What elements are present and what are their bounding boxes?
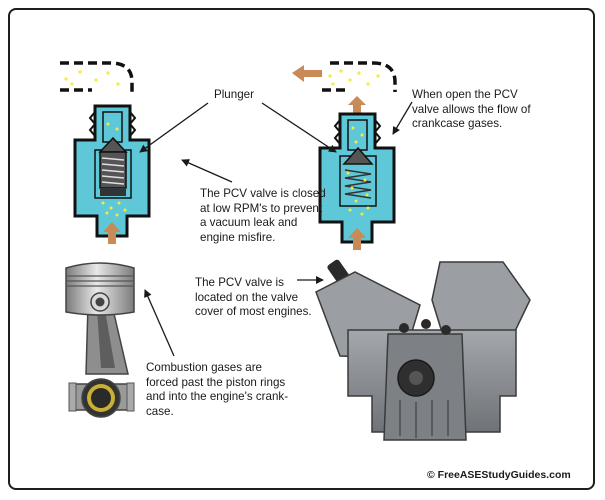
open-valve-label: When open the PCV valve allows the flow … xyxy=(412,88,531,130)
callout-arrows xyxy=(139,101,413,357)
closed-flow-arrow xyxy=(103,222,121,244)
open-flow-arrow xyxy=(348,228,366,250)
closed-hose xyxy=(60,61,134,92)
combustion-arrow xyxy=(144,289,175,357)
closed-gas-dots-top xyxy=(64,70,120,86)
open-gas-dots-inside xyxy=(346,126,370,216)
plunger-arrow-left xyxy=(139,102,209,153)
open-spring xyxy=(344,169,372,199)
closed-valve-label: The PCV valve is closed at low RPM's to … xyxy=(200,187,326,244)
copyright-label: © FreeASEStudyGuides.com xyxy=(427,469,571,481)
plunger-arrow-right xyxy=(261,102,337,153)
closed-gas-dots-bottom xyxy=(101,122,127,217)
open-exit-arrow xyxy=(292,65,322,82)
open-hose xyxy=(330,61,397,92)
engine-block-illustration xyxy=(315,259,531,441)
pcv-valve-closed xyxy=(60,61,151,244)
open-up-arrow xyxy=(348,96,366,117)
pcv-valve-open xyxy=(292,61,397,250)
combustion-gases-label: Combustion gases are forced past the pis… xyxy=(146,361,289,418)
closed-valve-arrow xyxy=(181,159,233,183)
open-plunger xyxy=(342,146,374,165)
diagram-frame xyxy=(8,8,595,490)
pcv-location-label: The PCV valve is located on the valve co… xyxy=(195,276,312,318)
piston-rod-illustration xyxy=(65,262,135,418)
plunger-label: Plunger xyxy=(214,88,254,101)
open-gas-dots-top xyxy=(328,69,380,86)
open-valve-arrow xyxy=(392,101,413,135)
